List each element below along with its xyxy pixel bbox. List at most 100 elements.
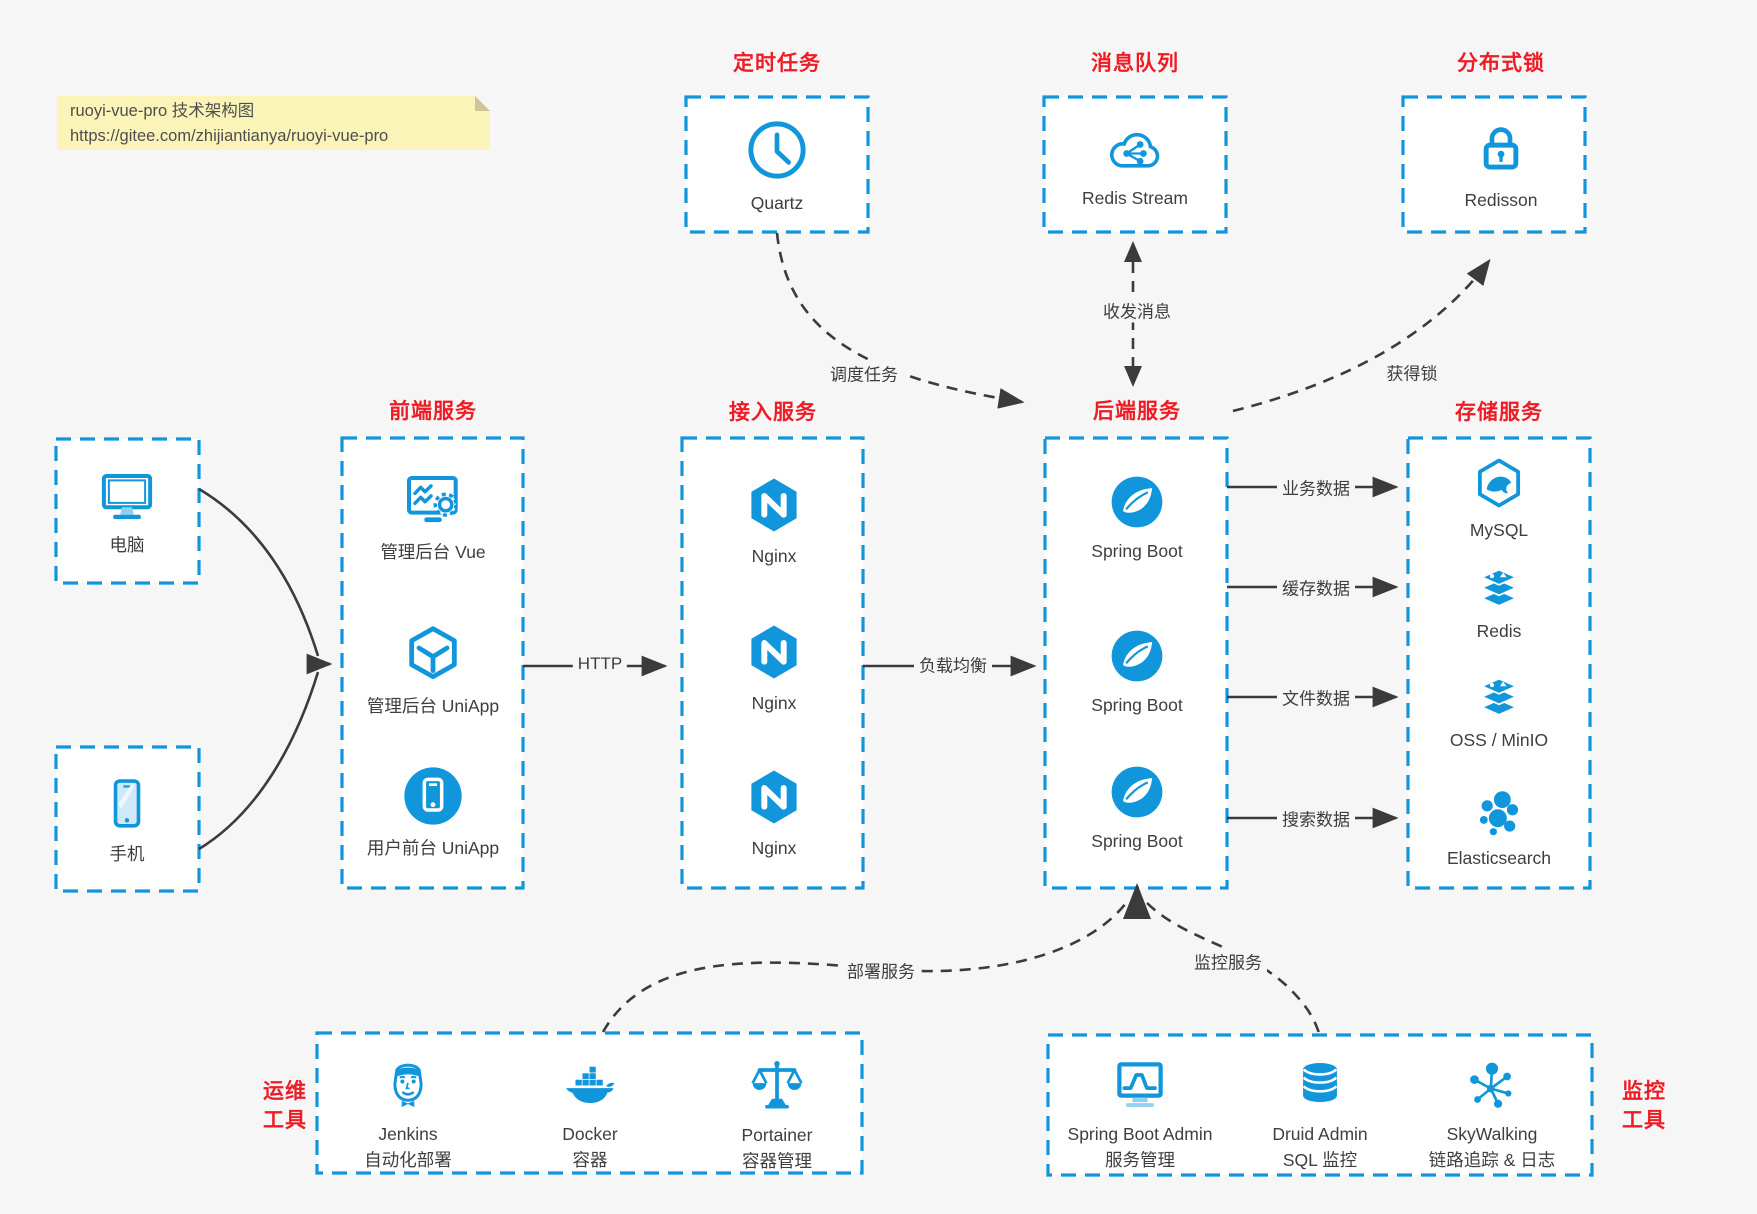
node-label: Portainer bbox=[741, 1125, 813, 1145]
node-mysql: MySQL bbox=[1404, 456, 1594, 543]
node-admin-uniapp: 管理后台 UniApp bbox=[338, 622, 528, 719]
sticky-note: ruoyi-vue-pro 技术架构图 https://gitee.com/zh… bbox=[57, 96, 490, 150]
node-label: Redis bbox=[1476, 621, 1522, 641]
group-title-storage: 存储服务 bbox=[1455, 401, 1543, 424]
node-admin-vue: 管理后台 Vue bbox=[338, 468, 528, 565]
edge-label-search-data: 搜索数据 bbox=[1277, 805, 1355, 831]
mysql-icon bbox=[1472, 456, 1526, 510]
node-spring-boot-3: Spring Boot bbox=[1042, 763, 1232, 854]
note-url: https://gitee.com/zhijiantianya/ruoyi-vu… bbox=[70, 127, 389, 145]
node-spring-boot-admin: Spring Boot Admin 服务管理 bbox=[1045, 1056, 1235, 1173]
edge-label-schedule-task: 调度任务 bbox=[825, 360, 903, 386]
node-sublabel: 服务管理 bbox=[1105, 1150, 1175, 1170]
nginx-icon bbox=[743, 621, 805, 683]
mobile-merge-curve bbox=[198, 671, 320, 851]
group-title-distributed-lock: 分布式锁 bbox=[1457, 52, 1545, 75]
note-title: ruoyi-vue-pro 技术架构图 bbox=[70, 102, 255, 120]
spring-icon bbox=[1108, 473, 1166, 531]
edge-label-acquire-lock: 获得锁 bbox=[1381, 359, 1443, 385]
node-nginx-2: Nginx bbox=[679, 621, 869, 716]
node-docker: Docker 容器 bbox=[495, 1056, 685, 1173]
node-label: Nginx bbox=[751, 838, 797, 858]
node-skywalking: SkyWalking 链路追踪 & 日志 bbox=[1397, 1056, 1587, 1173]
node-label: Spring Boot bbox=[1091, 831, 1183, 851]
database-icon bbox=[1292, 1054, 1348, 1114]
edge-label-cache-data: 缓存数据 bbox=[1277, 574, 1355, 600]
group-title-message-queue: 消息队列 bbox=[1091, 52, 1179, 75]
node-label: Druid Admin bbox=[1272, 1124, 1368, 1144]
user-app-icon bbox=[401, 764, 465, 828]
node-portainer: Portainer 容器管理 bbox=[682, 1055, 872, 1174]
nginx-icon bbox=[743, 766, 805, 828]
node-label: OSS / MinIO bbox=[1449, 730, 1549, 750]
node-spring-boot-1: Spring Boot bbox=[1042, 473, 1232, 564]
group-title-ops-tools: 运维工具 bbox=[263, 1080, 307, 1132]
message-down-arrowhead bbox=[1124, 366, 1142, 387]
group-title-frontend: 前端服务 bbox=[389, 400, 477, 423]
cloud-share-icon bbox=[1104, 120, 1166, 178]
portainer-icon bbox=[747, 1055, 807, 1115]
node-sublabel: SQL 监控 bbox=[1282, 1150, 1358, 1170]
node-label: Nginx bbox=[751, 546, 797, 566]
monitor-curve bbox=[1146, 902, 1321, 1034]
node-sublabel: 容器 bbox=[572, 1150, 608, 1170]
edge-label-load-balance: 负载均衡 bbox=[914, 651, 992, 677]
node-druid-admin: Druid Admin SQL 监控 bbox=[1225, 1054, 1415, 1173]
node-label: 用户前台 UniApp bbox=[366, 838, 500, 858]
node-redisson: Redisson bbox=[1406, 118, 1596, 213]
mobile-icon bbox=[98, 774, 156, 834]
node-nginx-3: Nginx bbox=[679, 766, 869, 861]
node-label: 电脑 bbox=[109, 535, 145, 555]
elasticsearch-icon bbox=[1472, 786, 1526, 838]
acquire-lock-curve bbox=[1232, 258, 1491, 413]
pc-merge-curve bbox=[198, 487, 320, 657]
node-label: Nginx bbox=[751, 693, 797, 713]
node-nginx-1: Nginx bbox=[679, 474, 869, 569]
node-label: MySQL bbox=[1469, 520, 1529, 540]
node-label: Elasticsearch bbox=[1446, 848, 1552, 868]
node-sublabel: 链路追踪 & 日志 bbox=[1428, 1150, 1556, 1170]
monitor-chart-icon bbox=[1110, 1056, 1170, 1114]
message-up-arrowhead bbox=[1124, 241, 1142, 262]
node-user-uniapp: 用户前台 UniApp bbox=[338, 764, 528, 861]
deploy-curve bbox=[601, 902, 1128, 1033]
node-oss-minio: OSS / MinIO bbox=[1404, 670, 1594, 753]
docker-icon bbox=[560, 1056, 620, 1114]
node-spring-boot-2: Spring Boot bbox=[1042, 627, 1232, 718]
node-mobile-client: 手机 bbox=[32, 774, 222, 867]
node-label: Docker bbox=[562, 1124, 618, 1144]
node-jenkins: Jenkins 自动化部署 bbox=[313, 1054, 503, 1173]
group-title-scheduled-jobs: 定时任务 bbox=[733, 52, 821, 75]
desktop-icon bbox=[97, 467, 157, 525]
group-title-access: 接入服务 bbox=[729, 401, 817, 424]
edge-label-deploy: 部署服务 bbox=[842, 957, 920, 983]
node-pc-client: 电脑 bbox=[32, 467, 222, 558]
edge-label-file-data: 文件数据 bbox=[1277, 684, 1355, 710]
edge-label-business-data: 业务数据 bbox=[1277, 474, 1355, 500]
node-label: Spring Boot Admin bbox=[1067, 1124, 1213, 1144]
node-elasticsearch: Elasticsearch bbox=[1404, 786, 1594, 871]
group-title-backend: 后端服务 bbox=[1093, 400, 1181, 423]
uniapp-cube-icon bbox=[401, 622, 465, 686]
node-quartz: Quartz bbox=[682, 117, 872, 216]
node-label: Quartz bbox=[750, 193, 804, 213]
node-redis-stream: Redis Stream bbox=[1040, 120, 1230, 211]
node-label: 手机 bbox=[109, 844, 145, 864]
spring-icon bbox=[1108, 763, 1166, 821]
node-label: Spring Boot bbox=[1091, 541, 1183, 561]
node-label: SkyWalking bbox=[1446, 1124, 1538, 1144]
jenkins-icon bbox=[378, 1054, 438, 1114]
node-sublabel: 自动化部署 bbox=[364, 1150, 452, 1170]
nginx-icon bbox=[743, 474, 805, 536]
node-graph-icon bbox=[1463, 1056, 1521, 1114]
node-label: Jenkins bbox=[378, 1124, 438, 1144]
backend-up-arrowhead bbox=[1123, 883, 1151, 919]
edge-label-http: HTTP bbox=[572, 654, 628, 674]
node-label: 管理后台 Vue bbox=[380, 542, 486, 562]
node-label: Redis Stream bbox=[1081, 188, 1188, 208]
redis-stack-icon bbox=[1471, 561, 1527, 611]
group-title-monitor-tools: 监控工具 bbox=[1622, 1080, 1666, 1132]
node-label: 管理后台 UniApp bbox=[366, 696, 500, 716]
storage-stack-icon bbox=[1471, 670, 1527, 720]
